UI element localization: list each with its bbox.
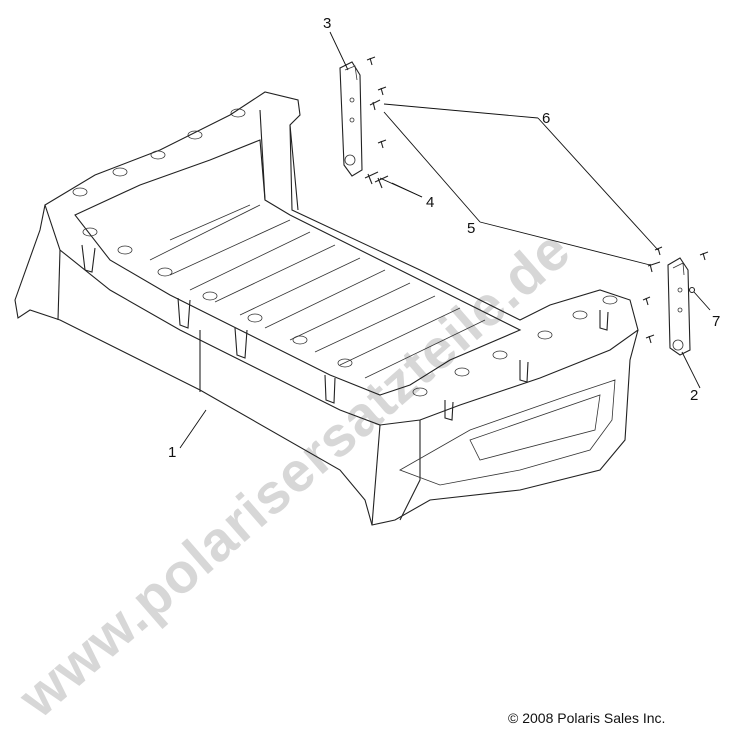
bracket-right <box>667 257 691 356</box>
callout-7: 7 <box>712 313 720 330</box>
callout-3: 3 <box>323 15 331 32</box>
callout-2: 2 <box>690 387 698 404</box>
fasteners <box>364 56 709 344</box>
watermark: www.polarisersatzteile.de <box>6 217 582 729</box>
callout-4: 4 <box>426 194 434 211</box>
copyright-notice: © 2008 Polaris Sales Inc. <box>508 710 666 726</box>
leader-lines <box>179 31 711 449</box>
bracket-left <box>339 61 363 177</box>
cargo-box <box>14 91 639 526</box>
callout-1: 1 <box>168 444 176 461</box>
callout-6: 6 <box>542 110 550 127</box>
callout-5: 5 <box>467 220 475 237</box>
